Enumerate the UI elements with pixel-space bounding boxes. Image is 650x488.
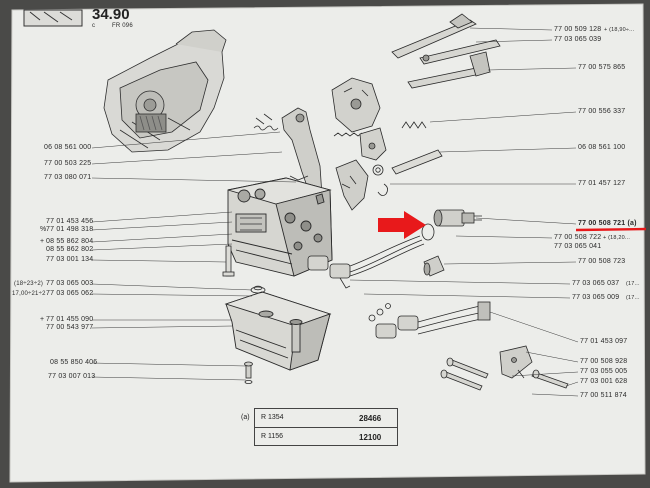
table-row: (a) R 1354 28466 — [241, 409, 397, 427]
selector-shaft-upper — [391, 13, 501, 89]
leader-lines-right — [349, 27, 579, 397]
callout-right-11: 77 03 065 009 — [572, 294, 620, 301]
callout-right-7: 77 00 508 722 — [554, 234, 602, 241]
callout-left-prefix-3: 17,00÷21÷2 — [12, 291, 46, 297]
callout-right-14: 77 03 055 005 — [580, 368, 628, 375]
hydraulic-valve-body — [227, 177, 333, 277]
o-ring-seal — [421, 223, 435, 241]
table-value: 12100 — [359, 433, 382, 442]
solenoid-valve-highlighted — [433, 209, 482, 227]
table-model: R 1156 — [261, 433, 284, 440]
callout-right-2: 77 00 575 865 — [578, 64, 626, 71]
table-model: R 1354 — [261, 414, 284, 421]
callout-right-suffix-3: (17... — [626, 295, 640, 301]
callout-right-8: 77 03 065 041 — [554, 243, 602, 250]
pawl-lever — [335, 159, 369, 211]
header-sub-ref-left: c — [92, 23, 96, 29]
callout-right-12: 77 01 453 097 — [580, 338, 628, 345]
callout-right-0: 77 00 509 128 — [554, 26, 602, 33]
callout-right-5: 77 01 457 127 — [578, 180, 626, 187]
washer-ring-center — [372, 164, 384, 176]
table-note: (a) — [241, 414, 250, 421]
gearbox-housing-illustration — [103, 29, 227, 153]
callout-left-prefix-1: + — [40, 238, 45, 245]
model-reference-table: (a) R 1354 28466 R 1156 12100 — [241, 408, 398, 446]
callout-right-16: 77 00 511 874 — [580, 392, 627, 399]
callout-right-3: 77 00 556 337 — [578, 108, 626, 115]
red-highlight-underline — [575, 227, 647, 232]
mounting-bracket-right — [499, 345, 533, 379]
callout-left-0: 06 08 561 000 — [44, 144, 92, 151]
callout-right-6-highlighted: 77 00 508 721 (a) — [578, 220, 637, 227]
long-bolt-left — [222, 245, 235, 277]
callout-right-suffix-0: + (18,90÷... — [604, 27, 635, 33]
callout-right-10: 77 03 065 037 — [572, 280, 620, 287]
drain-bolt — [244, 361, 253, 384]
callout-right-suffix-1: + (18,20... — [603, 235, 631, 241]
callout-left-12: 08 55 850 406 — [50, 359, 98, 366]
table-value: 28466 — [359, 414, 382, 423]
wiring-harness-lower — [375, 301, 491, 339]
callout-left-1: 77 00 503 225 — [44, 160, 92, 167]
header-sub-ref-right: FR 096 — [112, 23, 133, 29]
callout-left-prefix-0: % — [40, 226, 47, 233]
callout-left-4: 77 01 498 318 — [46, 226, 94, 233]
red-highlight-arrow — [378, 211, 426, 239]
callout-left-3: 77 01 453 456 — [46, 218, 94, 225]
pin-rod — [391, 149, 443, 175]
callout-right-4: 06 08 561 100 — [578, 144, 626, 151]
callout-left-7: 77 03 001 134 — [46, 256, 94, 263]
callout-left-prefix-4: + — [40, 316, 45, 323]
callout-left-6: 08 55 862 802 — [46, 246, 94, 253]
spring-center — [333, 132, 363, 137]
callout-right-9: 77 00 508 723 — [578, 258, 626, 265]
leader-lines-left — [91, 131, 297, 381]
callout-left-8: 77 03 065 003 — [46, 280, 94, 287]
small-spring-left — [253, 113, 279, 131]
page-number: 34.90 — [92, 6, 130, 23]
small-rings-lower — [368, 303, 391, 322]
callout-left-11: 77 00 543 977 — [46, 324, 94, 331]
callout-left-2: 77 03 080 071 — [44, 174, 92, 181]
detent-plate — [359, 127, 387, 161]
callout-right-1: 77 03 065 039 — [554, 36, 602, 43]
selector-bracket — [331, 77, 381, 133]
lower-right-bolts — [440, 357, 489, 391]
callout-left-9: 77 03 065 062 — [46, 290, 94, 297]
callout-left-5: 08 55 862 804 — [46, 238, 94, 245]
callout-left-13: 77 03 007 013 — [48, 373, 96, 380]
callout-right-13: 77 00 508 928 — [580, 358, 628, 365]
callout-right-suffix-2: (17... — [626, 281, 640, 287]
small-connector — [423, 255, 445, 277]
callout-left-prefix-2: (18÷23÷2) — [14, 281, 44, 287]
filter-plate — [224, 291, 332, 371]
callout-right-15: 77 03 001 628 — [580, 378, 628, 385]
spring-right — [401, 121, 427, 129]
wiring-harness-upper — [307, 235, 425, 289]
small-clip — [377, 183, 388, 196]
table-row: R 1156 12100 — [255, 427, 397, 446]
callout-left-10: 77 01 455 090 — [46, 316, 94, 323]
